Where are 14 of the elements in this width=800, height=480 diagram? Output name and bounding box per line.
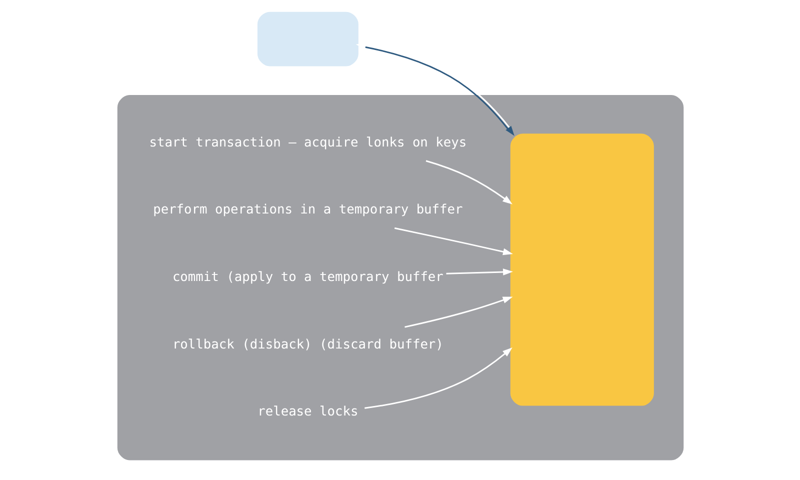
node-box xyxy=(256,12,358,66)
arrow xyxy=(425,160,512,204)
arrow xyxy=(364,347,512,409)
node-box xyxy=(510,134,654,406)
arrow xyxy=(355,42,514,136)
arrow xyxy=(394,227,512,256)
node-text: release locks xyxy=(257,404,358,420)
node-text: commit (apply to a temporary buffer xyxy=(172,270,443,285)
node-text: perform operations in a temporary buffer xyxy=(152,202,462,218)
node-text: rollback (disback) (discard buffer) xyxy=(172,337,443,352)
cluster xyxy=(116,94,684,460)
arrow xyxy=(404,296,512,328)
node-text: start transaction — acquire lonks on keys xyxy=(148,135,466,150)
arrow xyxy=(446,268,512,276)
